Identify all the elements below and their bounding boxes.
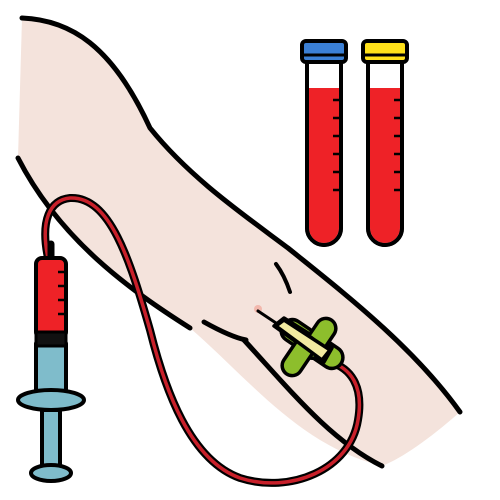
tubing-icon (41, 193, 364, 487)
arm-icon (15, 15, 463, 469)
syringe-icon (16, 240, 86, 483)
arm-lower-outline (15, 155, 193, 331)
tube-scale-yellow (394, 98, 402, 192)
arm-skin (18, 18, 460, 466)
syringe-plunger-seal (34, 330, 68, 348)
syringe-scale (58, 270, 66, 316)
tube-outline-yellow (366, 60, 404, 247)
tube-cap-blue (300, 39, 348, 64)
tubing-blood (43, 196, 362, 485)
tube-scale-blue (333, 98, 341, 192)
syringe-barrel-blood (34, 256, 68, 340)
butterfly-needle-icon (254, 305, 345, 378)
arm-forearm-outline (241, 337, 385, 469)
syringe-plunger-rod (40, 408, 62, 474)
elbow-crease (201, 319, 249, 343)
blood-tube-blue-cap-icon (300, 39, 348, 247)
elbow-fold (274, 262, 292, 294)
tube-blood-blue (309, 88, 339, 243)
tube-blood-yellow (370, 88, 400, 243)
tube-cap-yellow (361, 39, 409, 64)
blood-tube-yellow-cap-icon (361, 39, 409, 247)
syringe-flange (16, 388, 86, 412)
arm-upper-outline (19, 15, 463, 415)
tube-outline-blue (305, 60, 343, 247)
syringe-plunger-thumb (29, 463, 73, 483)
needle-hub-top (274, 318, 332, 362)
